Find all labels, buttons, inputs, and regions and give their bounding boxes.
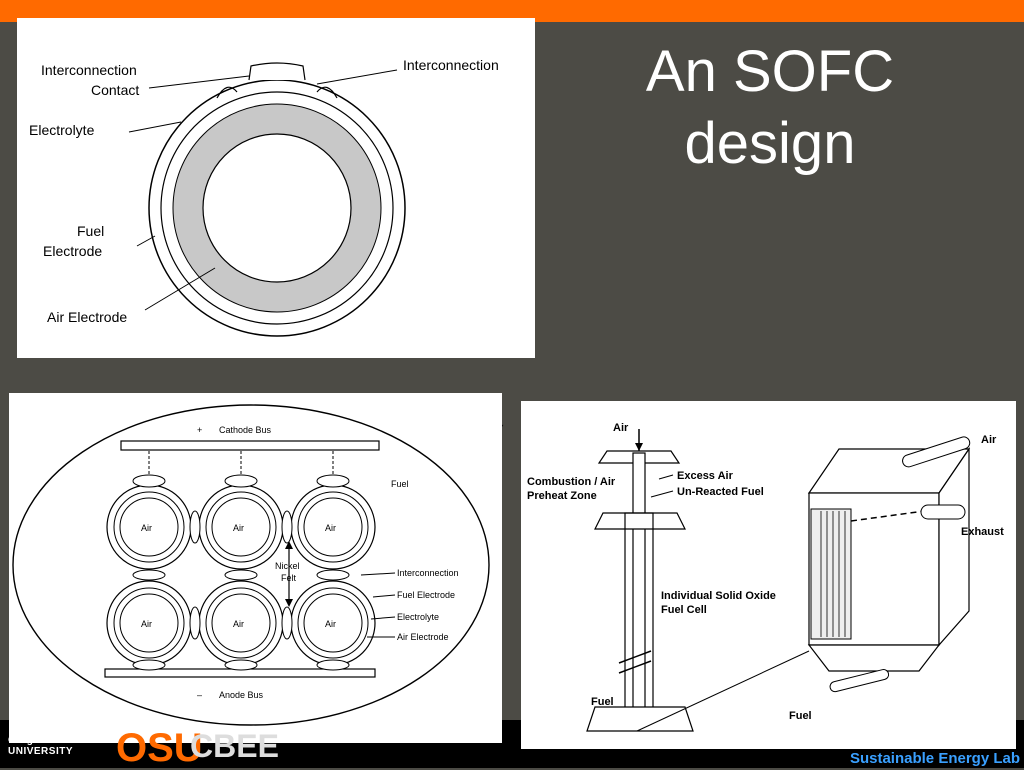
slide-title-line-2: design — [684, 111, 856, 176]
cell-row-2-col-2: Air — [198, 580, 284, 671]
cell-row-2-col-3: Air — [290, 580, 376, 671]
anode-bus-label: Anode Bus — [219, 690, 264, 700]
university-wordmark: Oregon State UNIVERSITY — [8, 735, 77, 757]
combustion-label-2: Preheat Zone — [527, 490, 597, 502]
cell-label: Air — [141, 523, 152, 533]
fuel-bottom-label: Fuel — [789, 710, 812, 722]
interconnection-strip — [248, 62, 306, 81]
slide-title: An SOFC design — [600, 36, 940, 180]
callout-air-electrode: Air Electrode — [397, 632, 449, 642]
label-fuel-electrode-2: Electrode — [43, 243, 102, 259]
callout-interconnection: Interconnection — [397, 568, 459, 578]
cell-bundle-svg: + Cathode Bus – Anode Bus Fuel Air Air — [12, 404, 490, 726]
top-accent-bar — [0, 0, 1024, 22]
single-cell-drawing — [586, 429, 694, 732]
cell-bundle-diagram: + Cathode Bus – Anode Bus Fuel Air Air — [9, 393, 502, 743]
cathode-bus-bar — [120, 440, 380, 451]
interconnection-contact-right — [316, 86, 338, 99]
air-right-label: Air — [981, 434, 997, 446]
label-fuel-electrode-1: Fuel — [77, 223, 104, 239]
tubular-cell-svg: Interconnection Contact Interconnection … — [29, 57, 499, 337]
fuel-label: Fuel — [391, 479, 409, 489]
label-electrolyte: Electrolyte — [29, 122, 95, 138]
osu-logo: OSU — [116, 726, 203, 770]
callout-electrolyte: Electrolyte — [397, 612, 439, 622]
university-subtitle: UNIVERSITY — [8, 746, 74, 757]
leader-electrolyte — [128, 121, 182, 133]
cell-label: Air — [141, 619, 152, 629]
lab-name: Sustainable Energy Lab — [849, 750, 1020, 767]
label-interconnection: Interconnection — [403, 57, 499, 73]
cell-label: Air — [233, 523, 244, 533]
label-interconnection-contact-2: Contact — [91, 82, 139, 98]
tubular-cell-diagram: Interconnection Contact Interconnection … — [17, 18, 535, 358]
cathode-bus-label: Cathode Bus — [219, 425, 272, 435]
electrolyte-ring — [160, 91, 394, 325]
cell-row-2-col-1: Air — [106, 580, 192, 671]
interconnection-contact-left — [216, 86, 238, 99]
leader-air-electrode — [144, 267, 216, 311]
cell-label: Air — [325, 619, 336, 629]
tube-bore — [202, 133, 352, 283]
cell-label: Air — [325, 523, 336, 533]
cell-row-1-col-1: Air — [106, 474, 192, 570]
cathode-sign: + — [197, 425, 202, 435]
label-interconnection-contact-1: Interconnection — [41, 62, 137, 78]
connector-line — [636, 650, 810, 732]
callout-fuel-electrode: Fuel Electrode — [397, 590, 455, 600]
cell-row-1-col-2: Air — [198, 474, 284, 570]
air-top-label: Air — [613, 422, 629, 434]
leader-interconnection — [316, 69, 398, 85]
individual-cell-label-2: Fuel Cell — [661, 604, 707, 616]
unreacted-fuel-label: Un-Reacted Fuel — [677, 486, 764, 498]
slide-title-line-1: An SOFC — [645, 39, 895, 104]
cell-grid: Air Air Air Air — [106, 451, 376, 671]
leader-fuel-electrode — [136, 235, 156, 247]
cell-stack-svg: Air Combustion / Air Preheat Zone Excess… — [527, 422, 1004, 732]
combustion-label-1: Combustion / Air — [527, 476, 616, 488]
excess-air-label: Excess Air — [677, 470, 734, 482]
fuel-left-label: Fuel — [591, 696, 614, 708]
cell-label: Air — [233, 619, 244, 629]
cbee-logo: CBEE — [190, 728, 279, 764]
label-air-electrode: Air Electrode — [47, 309, 127, 325]
university-name: Oregon State — [8, 735, 77, 746]
cell-stack-diagram: Air Combustion / Air Preheat Zone Excess… — [521, 401, 1016, 749]
cell-row-1-col-3: Air — [290, 474, 376, 570]
individual-cell-label-1: Individual Solid Oxide — [661, 590, 776, 602]
exhaust-label: Exhaust — [961, 526, 1004, 538]
bundle-outline — [12, 404, 490, 726]
anode-sign: – — [197, 690, 202, 700]
nickel-felt-label-1: Nickel — [275, 561, 300, 571]
stack-module-drawing — [807, 436, 971, 693]
leader-contact — [148, 75, 250, 89]
nickel-felt-label-2: Felt — [281, 573, 297, 583]
